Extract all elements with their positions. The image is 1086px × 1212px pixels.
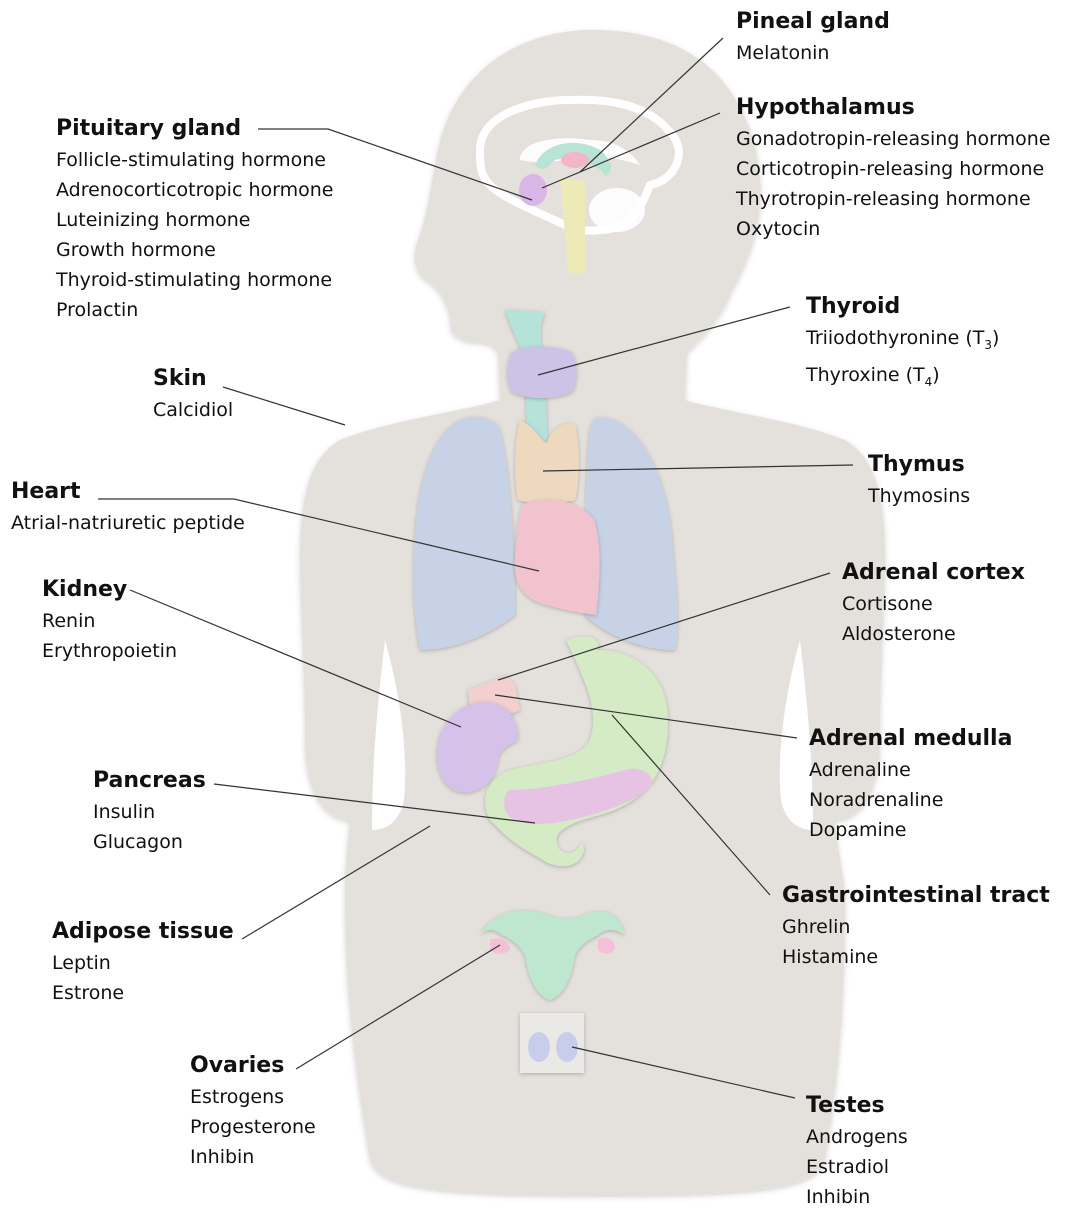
label-pancreas: Pancreas Insulin Glucagon (93, 765, 206, 857)
adrenal-medulla-hormone: Adrenaline (809, 755, 1012, 785)
hypothalamus-title: Hypothalamus (736, 92, 1050, 124)
thyroid-t3-subscript: 3 (984, 338, 992, 352)
gi-hormone: Histamine (782, 942, 1050, 972)
label-pineal-gland: Pineal gland Melatonin (736, 6, 890, 68)
right-testis-shape (556, 1032, 578, 1062)
label-hypothalamus: Hypothalamus Gonadotropin-releasing horm… (736, 92, 1050, 244)
label-adrenal-medulla: Adrenal medulla Adrenaline Noradrenaline… (809, 723, 1012, 845)
kidney-title: Kidney (42, 574, 177, 606)
label-adipose-tissue: Adipose tissue Leptin Estrone (52, 916, 234, 1008)
testes-hormone: Inhibin (806, 1182, 908, 1212)
thyroid-title: Thyroid (806, 291, 999, 323)
label-skin: Skin Calcidiol (153, 363, 233, 425)
pituitary-gland-title: Pituitary gland (56, 113, 333, 145)
adrenal-medulla-hormone: Noradrenaline (809, 785, 1012, 815)
ovaries-hormone: Inhibin (190, 1142, 316, 1172)
thymus-hormone: Thymosins (868, 481, 970, 511)
label-testes: Testes Androgens Estradiol Inhibin (806, 1090, 908, 1212)
label-gastrointestinal-tract: Gastrointestinal tract Ghrelin Histamine (782, 880, 1050, 972)
label-heart: Heart Atrial-natriuretic peptide (11, 476, 245, 538)
thyroid-shape (508, 347, 577, 398)
heart-title: Heart (11, 476, 245, 508)
kidney-hormone: Erythropoietin (42, 636, 177, 666)
pineal-gland-title: Pineal gland (736, 6, 890, 38)
hypothalamus-hormone: Thyrotropin-releasing hormone (736, 184, 1050, 214)
label-kidney: Kidney Renin Erythropoietin (42, 574, 177, 666)
adrenal-medulla-hormone: Dopamine (809, 815, 1012, 845)
thyroid-hormone-t4: Thyroxine (T4) (806, 360, 999, 397)
label-thyroid: Thyroid Triiodothyronine (T3) Thyroxine … (806, 291, 999, 397)
gi-hormone: Ghrelin (782, 912, 1050, 942)
pancreas-hormone: Glucagon (93, 827, 206, 857)
hypothalamus-hormone: Oxytocin (736, 214, 1050, 244)
pancreas-title: Pancreas (93, 765, 206, 797)
thyroid-t3-text: Triiodothyronine (T (806, 327, 984, 349)
thyroid-hormone-t3: Triiodothyronine (T3) (806, 323, 999, 360)
pituitary-shape (519, 174, 547, 206)
label-pituitary-gland: Pituitary gland Follicle-stimulating hor… (56, 113, 333, 325)
pituitary-hormone: Luteinizing hormone (56, 205, 333, 235)
thyroid-t4-close: ) (932, 364, 939, 386)
testes-hormone: Estradiol (806, 1152, 908, 1182)
skin-leader (223, 387, 345, 425)
label-thymus: Thymus Thymosins (868, 449, 970, 511)
adipose-tissue-title: Adipose tissue (52, 916, 234, 948)
adipose-hormone: Leptin (52, 948, 234, 978)
left-testis-shape (528, 1032, 550, 1062)
pituitary-hormone: Prolactin (56, 295, 333, 325)
ovaries-hormone: Estrogens (190, 1082, 316, 1112)
hypothalamus-hormone: Gonadotropin-releasing hormone (736, 124, 1050, 154)
cerebellum-shape (589, 188, 645, 232)
pancreas-hormone: Insulin (93, 797, 206, 827)
ovaries-hormone: Progesterone (190, 1112, 316, 1142)
skin-title: Skin (153, 363, 233, 395)
pituitary-hormone: Follicle-stimulating hormone (56, 145, 333, 175)
label-ovaries: Ovaries Estrogens Progesterone Inhibin (190, 1050, 316, 1172)
adrenal-cortex-title: Adrenal cortex (842, 557, 1025, 589)
pituitary-hormone: Thyroid-stimulating hormone (56, 265, 333, 295)
heart-hormone: Atrial-natriuretic peptide (11, 508, 245, 538)
ovaries-title: Ovaries (190, 1050, 316, 1082)
gastrointestinal-tract-title: Gastrointestinal tract (782, 880, 1050, 912)
adrenal-cortex-hormone: Aldosterone (842, 619, 1025, 649)
skin-hormone: Calcidiol (153, 395, 233, 425)
thyroid-t3-close: ) (992, 327, 999, 349)
adipose-hormone: Estrone (52, 978, 234, 1008)
kidney-hormone: Renin (42, 606, 177, 636)
hypothalamus-hormone: Corticotropin-releasing hormone (736, 154, 1050, 184)
thyroid-t4-text: Thyroxine (T (806, 364, 925, 386)
pineal-hormone: Melatonin (736, 38, 890, 68)
label-adrenal-cortex: Adrenal cortex Cortisone Aldosterone (842, 557, 1025, 649)
pituitary-hormone: Growth hormone (56, 235, 333, 265)
pineal-shape (561, 152, 589, 168)
thymus-title: Thymus (868, 449, 970, 481)
adrenal-medulla-title: Adrenal medulla (809, 723, 1012, 755)
testes-hormone: Androgens (806, 1122, 908, 1152)
adrenal-cortex-hormone: Cortisone (842, 589, 1025, 619)
testes-title: Testes (806, 1090, 908, 1122)
pituitary-hormone: Adrenocorticotropic hormone (56, 175, 333, 205)
